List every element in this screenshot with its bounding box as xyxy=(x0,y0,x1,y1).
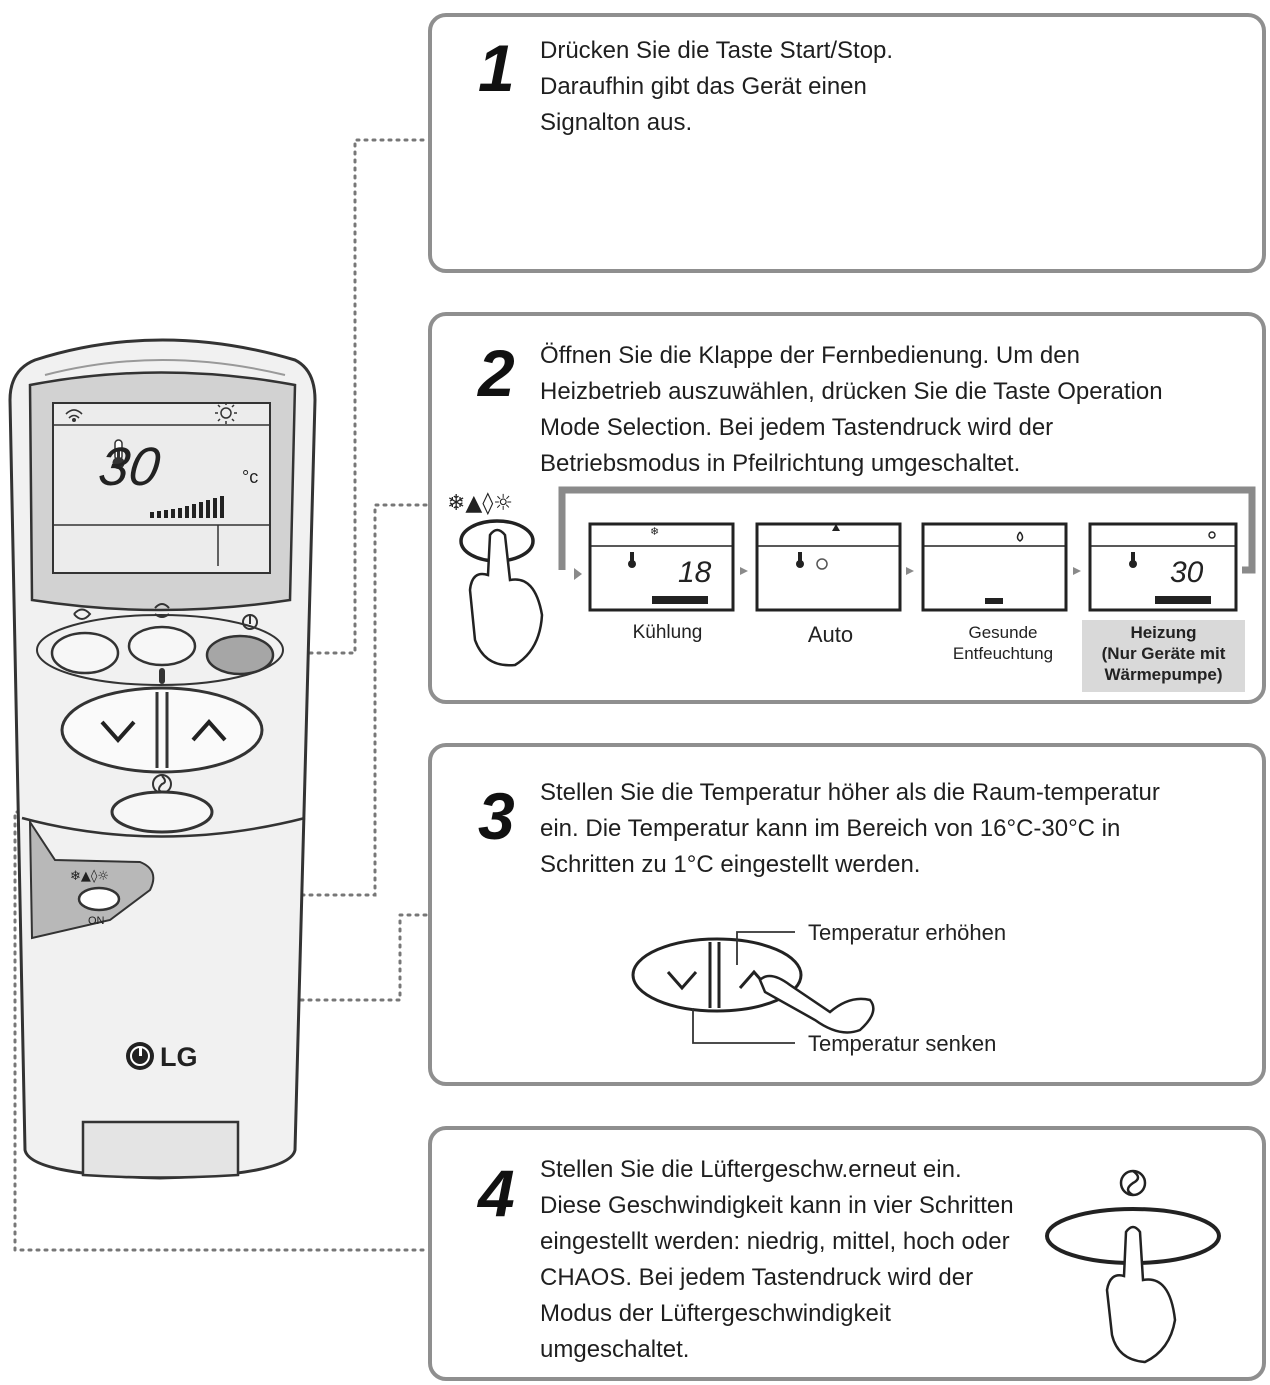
remote-display-temp: 30 xyxy=(95,437,163,497)
mode-label-cooling: Kühlung xyxy=(632,622,703,643)
mode-label-dehumidify: Gesunde Entfeuchtung xyxy=(923,622,1083,664)
step3-line: Stellen Sie die Temperatur höher als die… xyxy=(540,779,1160,806)
step1-number: 1 xyxy=(478,31,515,105)
step3-line: ein. Die Temperatur kann im Bereich von … xyxy=(540,815,1121,842)
step3-text: Stellen Sie die Temperatur höher als die… xyxy=(540,775,1160,883)
svg-text:°c: °c xyxy=(242,467,258,487)
mode-screen-heating: 30 xyxy=(1088,522,1238,612)
mode-label-line: Heizung xyxy=(1130,623,1197,642)
step4-line: CHAOS. Bei jedem Tastendruck wird der xyxy=(540,1264,974,1291)
mode-press-hand-icon xyxy=(468,528,544,667)
start-stop-button-remote xyxy=(205,634,275,676)
step1-panel: 1 Drücken Sie die Taste Start/Stop. Dara… xyxy=(428,13,1266,273)
step2-illustration: ❄▲◊☼ ❄ 18 xyxy=(447,486,1256,692)
svg-text:30: 30 xyxy=(1170,556,1204,589)
step4-panel: 4 Stellen Sie die Lüftergeschw.erneut ei… xyxy=(428,1126,1266,1381)
step2-line: Betriebsmodus in Pfeilrichtung umgeschal… xyxy=(540,450,1021,477)
step1-line: Daraufhin gibt das Gerät einen xyxy=(540,73,867,100)
svg-text:❄: ❄ xyxy=(650,526,659,538)
step2-panel: 2 Öffnen Sie die Klappe der Fernbedienun… xyxy=(428,312,1266,704)
remote-panel-on-label: ON xyxy=(88,915,105,927)
fan-press-hand-icon xyxy=(1105,1225,1177,1364)
mode-label-line: (Nur Geräte mit xyxy=(1101,644,1226,663)
step2-line: Mode Selection. Bei jedem Tastendruck wi… xyxy=(540,414,1054,441)
lg-logo: LG xyxy=(126,1042,198,1072)
temp-lower-label: Temperatur senken xyxy=(808,1031,997,1056)
remote-top-buttons xyxy=(36,603,284,686)
step3-line: Schritten zu 1°C eingestellt werden. xyxy=(540,851,921,878)
step2-line: Öffnen Sie die Klappe der Fernbedienung.… xyxy=(540,342,1080,369)
step4-line: Diese Geschwindigkeit kann in vier Schri… xyxy=(540,1192,1014,1219)
airflow-button xyxy=(127,625,197,667)
remote-mode-button xyxy=(77,886,121,912)
mode-screen-cooling: ❄ 18 xyxy=(588,522,735,612)
step4-text: Stellen Sie die Lüftergeschw.erneut ein.… xyxy=(540,1152,1014,1368)
step4-line: umgeschaltet. xyxy=(540,1336,690,1363)
connector-step4 xyxy=(13,810,430,1252)
mode-symbols: ❄▲◊☼ xyxy=(447,491,513,516)
temp-raise-label: Temperatur erhöhen xyxy=(808,920,1007,945)
heating-highlight xyxy=(1082,620,1245,692)
battery-cover xyxy=(81,1120,240,1179)
remote-lcd xyxy=(52,402,271,574)
step1-line: Signalton aus. xyxy=(540,109,693,136)
mode-screen-dehumidify xyxy=(921,522,1068,612)
brand-text: LG xyxy=(160,1042,198,1072)
temp-press-hand-icon xyxy=(758,974,875,1034)
step4-number: 4 xyxy=(478,1156,515,1230)
step4-line: eingestellt werden: niedrig, mittel, hoc… xyxy=(540,1228,1010,1255)
step1-text: Drücken Sie die Taste Start/Stop. Darauf… xyxy=(540,33,893,141)
connector-step1 xyxy=(268,138,430,655)
remote-panel-mode-symbols: ❄▲◊☼ xyxy=(70,869,109,884)
swing-button xyxy=(50,631,120,675)
mode-label-auto: Auto xyxy=(807,622,854,647)
step3-panel: 3 Stellen Sie die Temperatur höher als d… xyxy=(428,743,1266,1086)
step4-illustration xyxy=(1045,1169,1221,1364)
mode-label-line: Wärmepumpe) xyxy=(1104,665,1223,684)
step4-line: Stellen Sie die Lüftergeschw.erneut ein. xyxy=(540,1156,962,1183)
step2-line: Heizbetrieb auszuwählen, drücken Sie die… xyxy=(540,378,1163,405)
mode-label-line: Entfeuchtung xyxy=(952,644,1054,663)
svg-text:18: 18 xyxy=(678,556,712,589)
step3-number: 3 xyxy=(478,779,515,853)
mode-screen-auto xyxy=(755,522,902,612)
mode-label-heating: Heizung (Nur Geräte mit Wärmepumpe) xyxy=(1082,622,1245,685)
mode-label-line: Gesunde xyxy=(968,623,1038,642)
step1-line: Drücken Sie die Taste Start/Stop. xyxy=(540,37,894,64)
remote-control: 30 °c xyxy=(8,338,317,1180)
remote-fan-button xyxy=(110,774,214,834)
signal-icon xyxy=(65,409,83,422)
step3-illustration xyxy=(631,931,875,1044)
step2-text: Öffnen Sie die Klappe der Fernbedienung.… xyxy=(540,338,1163,482)
step4-line: Modus der Lüftergeschwindigkeit xyxy=(540,1300,891,1327)
remote-temp-buttons xyxy=(60,668,264,774)
heating-sun-icon xyxy=(215,402,237,424)
remote-open-panel: ❄▲◊☼ ON xyxy=(28,818,155,940)
fan-level-bars xyxy=(150,496,224,518)
thermometer-icon xyxy=(112,439,125,469)
step2-number: 2 xyxy=(478,336,515,410)
